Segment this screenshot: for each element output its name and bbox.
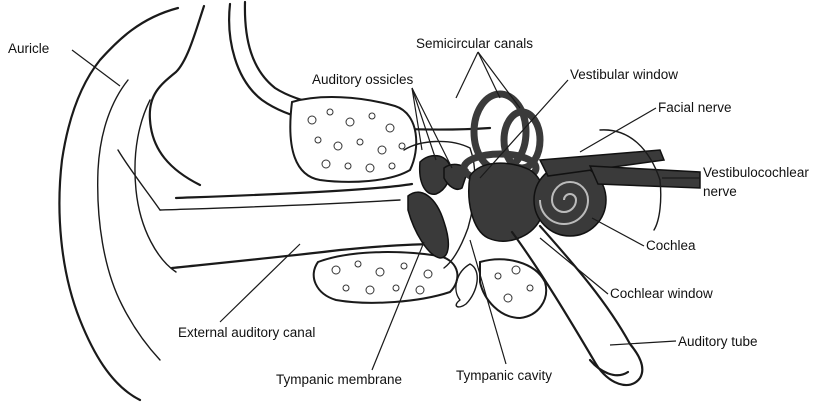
label-cochlear-window: Cochlear window — [610, 286, 713, 301]
label-auricle: Auricle — [8, 41, 49, 56]
label-semicircular-canals: Semicircular canals — [416, 36, 533, 51]
label-facial-nerve: Facial nerve — [658, 100, 732, 115]
temporal-bone-upper — [290, 97, 416, 182]
label-vestibular-window: Vestibular window — [570, 67, 678, 82]
label-vestibulocochlear-line2: nerve — [703, 184, 737, 199]
label-vestibulocochlear-line1: Vestibulocochlear — [703, 165, 809, 180]
temporal-bone-lower — [314, 252, 546, 318]
label-auditory-tube: Auditory tube — [678, 334, 758, 349]
label-external-auditory-canal: External auditory canal — [178, 325, 315, 340]
label-tympanic-cavity: Tympanic cavity — [456, 368, 552, 383]
label-cochlea: Cochlea — [646, 238, 696, 253]
label-tympanic-membrane: Tympanic membrane — [276, 372, 402, 387]
label-auditory-ossicles: Auditory ossicles — [312, 72, 414, 87]
